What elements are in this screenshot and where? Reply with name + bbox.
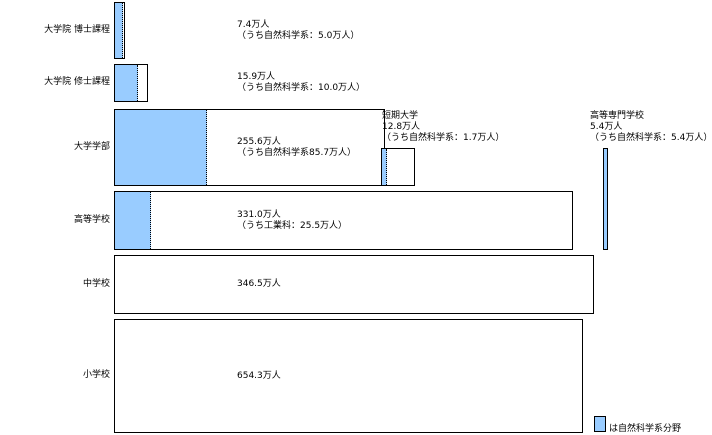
bar-fill — [115, 3, 124, 58]
total-label: 346.5万人 — [237, 279, 281, 289]
side-category-label: 短期大学 — [382, 111, 419, 121]
sub-label: （うち自然科学系85.7万人） — [237, 147, 357, 158]
bar-fill — [115, 110, 207, 185]
total-label: 255.6万人 — [237, 136, 281, 147]
total-label: 654.3万人 — [237, 370, 281, 381]
category-label: 高等学校 — [73, 214, 110, 225]
bar-box — [114, 191, 573, 250]
sub-label: （うち自然科学系：10.0万人） — [237, 83, 366, 93]
side-bar-fill — [604, 149, 607, 249]
sub-label: （うち工業科：25.5万人） — [237, 220, 348, 231]
side-category-label: 高等専門学校 — [590, 111, 645, 121]
value-label: 331.0万人（うち工業科：25.5万人） — [237, 210, 347, 232]
total-label: 7.4万人 — [237, 19, 270, 30]
value-label: 654.3万人 — [237, 371, 281, 382]
category-label: 中学校 — [82, 278, 110, 289]
value-label: 255.6万人（うち自然科学系85.7万人） — [237, 137, 356, 159]
bar-box — [114, 2, 125, 59]
category-label: 小学校 — [82, 370, 110, 380]
bar-box — [114, 319, 584, 433]
sub-label: （うち自然科学系：5.0万人） — [237, 30, 360, 41]
value-label: 7.4万人（うち自然科学系：5.0万人） — [237, 20, 359, 42]
value-label: 15.9万人（うち自然科学系：10.0万人） — [237, 72, 365, 94]
side-total-label: 5.4万人 — [590, 122, 623, 132]
side-sub-label: （うち自然科学系：1.7万人） — [382, 133, 505, 143]
side-bar-fill — [382, 149, 388, 185]
bar-fill — [115, 65, 138, 101]
side-total-label: 12.8万人 — [382, 122, 421, 132]
bar-box — [114, 64, 149, 102]
value-label: 346.5万人 — [237, 279, 281, 290]
category-label: 大学院 博士課程 — [44, 24, 110, 35]
category-label: 大学院 修士課程 — [44, 77, 110, 87]
legend-swatch — [594, 416, 606, 432]
side-bar-box — [381, 148, 415, 186]
total-label: 331.0万人 — [237, 209, 281, 220]
side-bar-box — [603, 148, 608, 250]
side-sub-label: （うち自然科学系：5.4万人） — [590, 133, 712, 143]
bar-box — [114, 109, 386, 186]
category-label: 大学学部 — [73, 141, 110, 152]
total-label: 15.9万人 — [237, 72, 276, 82]
legend-label: は自然科学系分野 — [609, 424, 682, 434]
bar-fill — [115, 192, 152, 249]
bar-box — [114, 255, 594, 314]
